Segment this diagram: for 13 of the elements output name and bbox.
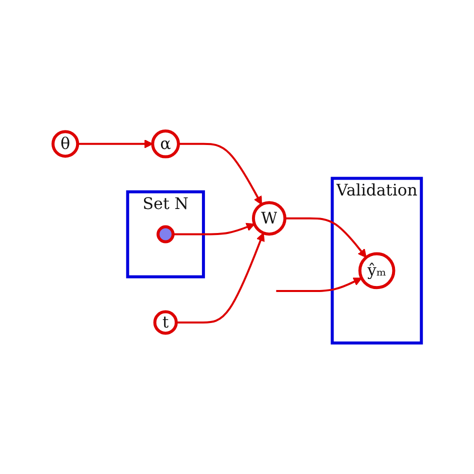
node-circle: α <box>150 130 180 158</box>
node-circle <box>156 225 174 244</box>
arrow <box>77 140 153 148</box>
arrow <box>172 222 255 236</box>
arrow <box>284 217 366 258</box>
arrow <box>176 232 264 324</box>
arrow <box>178 142 262 205</box>
node-circle: ŷₘ <box>358 252 396 290</box>
node-circle: t <box>153 310 178 335</box>
node-circle: W <box>252 201 286 236</box>
node-circle: θ <box>51 130 79 158</box>
cluster: Set N <box>126 190 205 278</box>
arrow <box>276 278 362 292</box>
